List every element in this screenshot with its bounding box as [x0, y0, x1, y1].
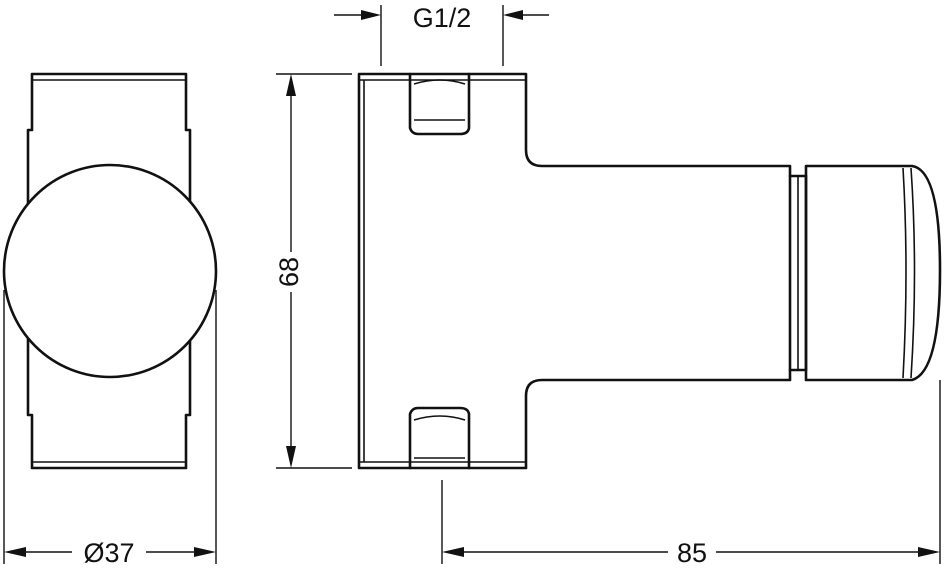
height-arrow-bottom — [286, 446, 296, 468]
diameter-arrow-left — [4, 547, 26, 557]
dimension-length: 85 — [441, 380, 941, 568]
dimension-thread: G1/2 — [334, 3, 549, 66]
length-arrow-right — [918, 547, 940, 557]
handle-knob-groove-2 — [910, 167, 916, 379]
dimension-diameter: Ø37 — [3, 290, 217, 568]
diameter-arrow-right — [194, 547, 216, 557]
side-view-body-outline — [26, 72, 192, 470]
side-view — [2, 72, 218, 470]
length-arrow-left — [442, 547, 464, 557]
length-label: 85 — [677, 538, 707, 568]
diameter-label: Ø37 — [83, 538, 134, 568]
dimension-height: 68 — [274, 73, 352, 469]
front-view — [357, 72, 942, 470]
front-view-body-outline — [357, 72, 792, 470]
height-label: 68 — [274, 257, 304, 287]
thread-arrow-left — [361, 10, 381, 20]
top-nut-shading — [413, 79, 466, 121]
thread-label: G1/2 — [413, 3, 472, 33]
bottom-nut — [408, 406, 471, 470]
thread-arrow-right — [503, 10, 523, 20]
side-view-knob-circle — [2, 163, 218, 379]
handle-knob-groove-1 — [902, 167, 907, 379]
bottom-nut-shading — [413, 415, 466, 459]
top-nut — [408, 72, 471, 136]
height-arrow-top — [286, 74, 296, 96]
handle-knob — [804, 164, 942, 382]
